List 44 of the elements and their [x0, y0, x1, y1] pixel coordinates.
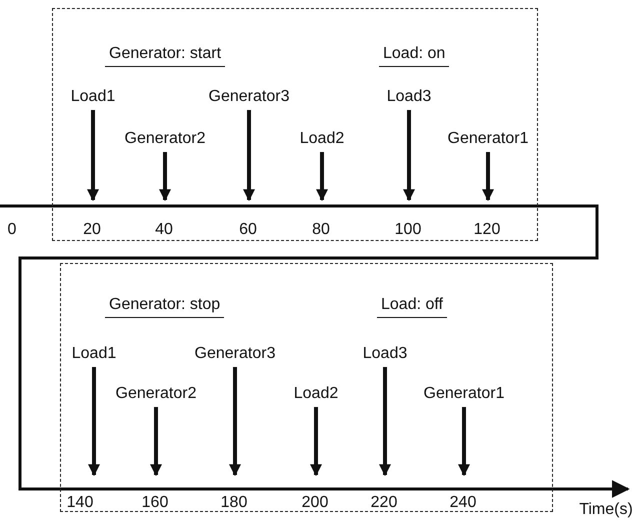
event-arrow [229, 367, 241, 476]
event-arrow [310, 407, 322, 476]
tick-label: 240 [450, 494, 476, 512]
tick-label: 180 [220, 494, 248, 512]
event-label: Generator3 [183, 344, 287, 364]
event-arrow [159, 152, 171, 202]
event-label: Load1 [64, 344, 124, 364]
event-arrow [87, 110, 99, 202]
axis-label: Time(s) [579, 501, 633, 519]
event-arrow [150, 407, 162, 476]
event-arrow [88, 367, 100, 476]
event-label: Load3 [353, 344, 417, 364]
event-label: Load2 [284, 384, 348, 404]
event-label: Generator3 [197, 87, 301, 107]
tick-label: 140 [66, 494, 94, 512]
event-arrow [316, 152, 328, 202]
event-arrow [458, 407, 470, 476]
tick-label: 40 [155, 221, 173, 239]
event-label: Load1 [59, 87, 127, 107]
event-arrow [482, 152, 494, 202]
group-heading: Generator: stop [105, 296, 224, 318]
tick-label: 100 [394, 221, 422, 239]
event-arrow [243, 110, 255, 202]
tick-label: 80 [312, 221, 330, 239]
group-heading: Generator: start [105, 45, 226, 67]
event-arrow [403, 110, 415, 202]
event-label: Load2 [290, 129, 354, 149]
event-label: Generator2 [113, 129, 217, 149]
tick-label: 60 [239, 221, 257, 239]
event-arrow [379, 367, 391, 476]
tick-label: 200 [302, 494, 328, 512]
event-label: Load3 [377, 87, 441, 107]
group-heading: Load: on [379, 45, 450, 67]
tick-label: 220 [370, 494, 398, 512]
tick-label: 160 [142, 494, 168, 512]
event-label: Generator2 [104, 384, 208, 404]
dashed-group-frame [60, 263, 553, 512]
group-heading: Load: off [377, 296, 447, 318]
tick-label: 120 [474, 221, 500, 239]
dashed-group-frame [52, 8, 538, 241]
tick-label: 20 [83, 221, 101, 239]
event-label: Generator1 [436, 129, 540, 149]
event-label: Generator1 [412, 384, 516, 404]
tick-label: 0 [8, 221, 16, 239]
